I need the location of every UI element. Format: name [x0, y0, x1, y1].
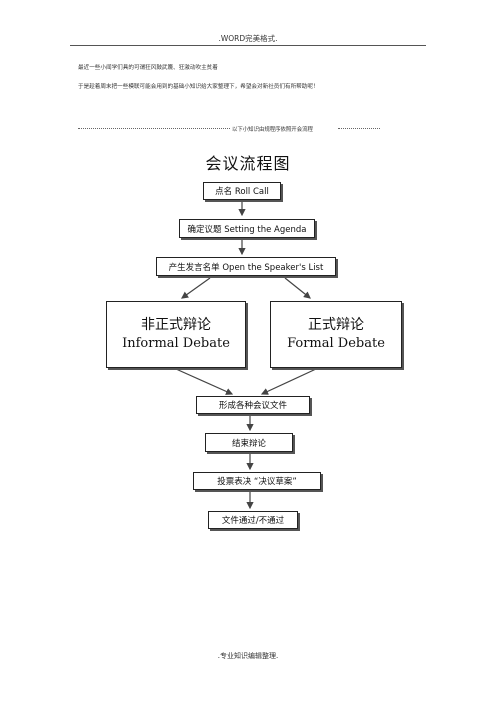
arrow-speakers-to-formal — [284, 277, 311, 299]
dotted-separator: 以下小知识由规程序依照开会流程 — [78, 125, 380, 133]
step-end-debate: 结束辩论 — [205, 433, 293, 452]
header-rule — [70, 45, 426, 46]
informal-debate-en: Informal Debate — [122, 336, 230, 352]
arrow-speakers-to-informal — [181, 277, 211, 299]
formal-debate-zh: 正式辩论 — [308, 317, 364, 334]
separator-dots-right — [338, 128, 380, 129]
formal-debate-en: Formal Debate — [287, 336, 385, 352]
step-informal-debate: 非正式辩论 Informal Debate — [106, 301, 246, 368]
separator-note: 以下小知识由规程序依照开会流程 — [232, 127, 313, 133]
page-footer: .专业知识编辑整理. — [217, 652, 279, 660]
step-speakers-list: 产生发言名单 Open the Speaker's List — [156, 257, 336, 276]
step-vote: 投票表决 “决议草案” — [193, 472, 321, 490]
step-setting-agenda: 确定议题 Setting the Agenda — [179, 219, 315, 238]
intro-line-1: 最近一些小闻学们具的可谓狂风鼓武篾、狂激动吹主贫着 — [78, 65, 218, 71]
informal-debate-zh: 非正式辩论 — [141, 317, 211, 334]
intro-line-2: 于是趁着周末把一些模联可能会用到的基础小知识给大家整理下，希望会对新社员们有所帮… — [78, 84, 319, 90]
separator-dots-left — [78, 128, 230, 129]
step-form-documents: 形成各种会议文件 — [196, 396, 310, 414]
step-result: 文件通过/不通过 — [208, 511, 298, 529]
page-header: .WORD完美格式. — [218, 34, 278, 43]
step-formal-debate: 正式辩论 Formal Debate — [270, 301, 402, 368]
arrow-informal-to-docs — [175, 368, 234, 395]
arrow-formal-to-docs — [260, 368, 317, 395]
flowchart-title: 会议流程图 — [205, 154, 291, 173]
step-roll-call: 点名 Roll Call — [203, 182, 281, 200]
